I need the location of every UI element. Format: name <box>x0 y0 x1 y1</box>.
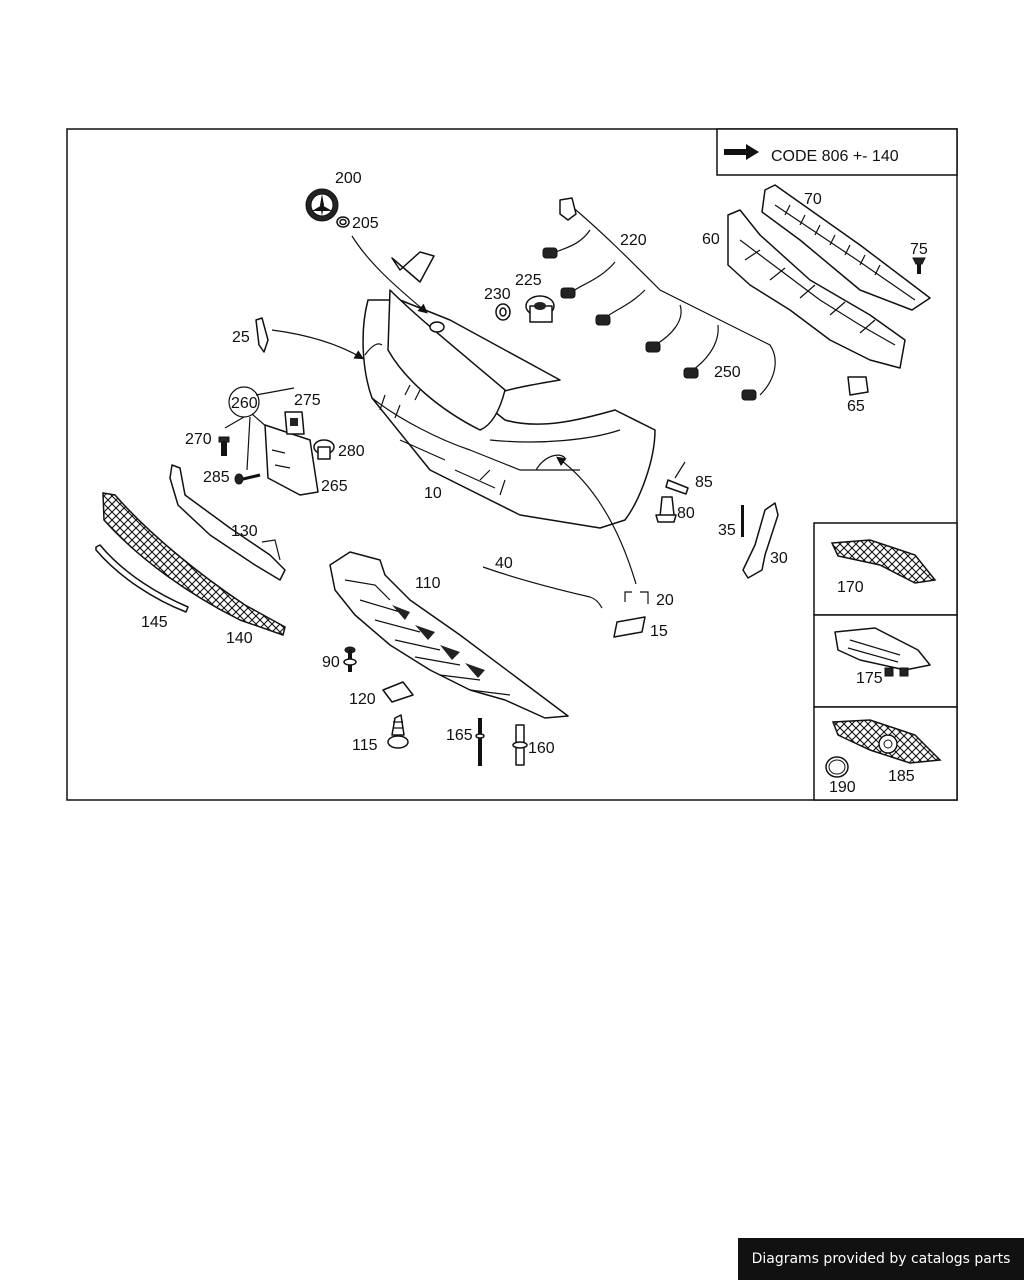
screw-285 <box>234 473 261 485</box>
trim-strip-130 <box>169 464 286 581</box>
label-20: 20 <box>656 592 674 609</box>
label-200: 200 <box>335 170 362 187</box>
label-190: 190 <box>829 779 856 796</box>
small-bracket-25 <box>255 317 269 353</box>
clip-80 <box>655 496 677 523</box>
code-note-box: CODE 806 +- 140 <box>716 128 958 176</box>
trim-strip-40 <box>482 566 603 609</box>
fog-grille-170 <box>830 539 937 584</box>
label-75: 75 <box>910 241 928 258</box>
lower-grille <box>102 492 286 636</box>
rivet-165 <box>475 718 485 766</box>
label-220: 220 <box>620 232 647 249</box>
screw-115 <box>387 714 409 749</box>
label-225: 225 <box>515 272 542 289</box>
ring-190 <box>825 756 849 778</box>
label-15: 15 <box>650 623 668 640</box>
code-note-text: CODE 806 +- 140 <box>771 148 899 165</box>
label-165: 165 <box>446 727 473 744</box>
impact-absorber <box>727 184 931 369</box>
label-280: 280 <box>338 443 365 460</box>
label-170: 170 <box>837 579 864 596</box>
pin-35 <box>741 505 744 537</box>
license-plate-bracket <box>264 424 319 496</box>
label-275: 275 <box>294 392 321 409</box>
label-160: 160 <box>528 740 555 757</box>
nut-clip-120 <box>382 681 414 703</box>
label-270: 270 <box>185 431 212 448</box>
leader-arrow <box>556 456 637 585</box>
molding-strip <box>95 544 189 613</box>
leader-arrow <box>271 329 365 360</box>
footer-credit: Diagrams provided by catalogs parts <box>738 1238 1024 1280</box>
bolt-90 <box>343 646 357 672</box>
diagram-frame <box>66 128 958 801</box>
label-70: 70 <box>804 191 822 208</box>
clip-20 <box>624 591 649 604</box>
grommet-280 <box>313 439 335 460</box>
label-10: 10 <box>424 485 442 502</box>
underbody-panel <box>329 551 569 719</box>
parking-sensor <box>525 295 555 323</box>
label-90: 90 <box>322 654 340 671</box>
fog-grille-175 <box>834 627 931 677</box>
emblem-clip <box>336 216 350 228</box>
wiring-harness <box>542 197 776 401</box>
clip-85 <box>665 479 689 495</box>
label-250: 250 <box>714 364 741 381</box>
label-145: 145 <box>141 614 168 631</box>
screw-75 <box>912 257 926 274</box>
label-140: 140 <box>226 630 253 647</box>
label-120: 120 <box>349 691 376 708</box>
part-labels: 200 205 220 225 230 250 60 70 75 65 25 2… <box>141 170 928 796</box>
label-205: 205 <box>352 215 379 232</box>
label-285: 285 <box>203 469 230 486</box>
rivet-160 <box>512 724 528 766</box>
label-25: 25 <box>232 329 250 346</box>
label-30: 30 <box>770 550 788 567</box>
label-260: 260 <box>231 395 258 412</box>
cap-65 <box>847 376 869 396</box>
label-175: 175 <box>856 670 883 687</box>
label-265: 265 <box>321 478 348 495</box>
label-40: 40 <box>495 555 513 572</box>
clip-275 <box>284 411 305 435</box>
cover-cap-15 <box>613 616 646 638</box>
label-65: 65 <box>847 398 865 415</box>
label-85: 85 <box>695 474 713 491</box>
label-35: 35 <box>718 522 736 539</box>
bumper-cover <box>362 251 656 529</box>
label-230: 230 <box>484 286 511 303</box>
arrow-right-icon <box>724 144 759 160</box>
fog-grille-185 <box>831 719 942 764</box>
label-80: 80 <box>677 505 695 522</box>
label-130: 130 <box>231 523 258 540</box>
screw-270 <box>218 436 230 456</box>
star-emblem <box>305 188 339 222</box>
sensor-ring <box>495 303 511 321</box>
label-110: 110 <box>415 575 441 592</box>
label-115: 115 <box>352 737 378 754</box>
leader-arrow <box>351 235 428 314</box>
side-bracket-30 <box>742 502 779 579</box>
label-60: 60 <box>702 231 720 248</box>
label-185: 185 <box>888 768 915 785</box>
